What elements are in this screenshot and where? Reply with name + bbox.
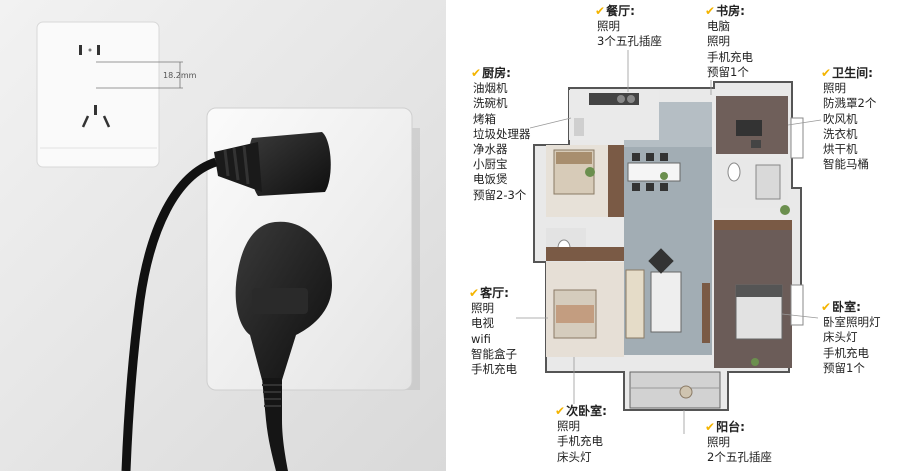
label-kitchen: ✔厨房: 油烟机 洗碗机 烤箱 垃圾处理器 净水器 小厨宝 电饭煲 预留2-3个 — [471, 66, 531, 202]
socket-diagram: 18.2mm — [36, 21, 197, 168]
balcony-area — [629, 371, 721, 409]
check-icon: ✔ — [821, 66, 832, 80]
label-balcony: ✔阳台: 照明 2个五孔插座 — [705, 420, 772, 465]
label-study: ✔书房: 电脑 照明 手机充电 预留1个 — [705, 4, 753, 79]
check-icon: ✔ — [821, 300, 832, 314]
socket-dimension: 18.2mm — [163, 71, 197, 80]
check-icon: ✔ — [471, 66, 482, 80]
check-icon: ✔ — [555, 404, 566, 418]
label-second-bedroom: ✔次卧室: 照明 手机充电 床头灯 — [555, 404, 607, 464]
label-living: ✔客厅: 照明 电视 wifi 智能盒子 手机充电 — [469, 286, 517, 377]
label-bathroom: ✔卫生间: 照明 防溅罩2个 吹风机 洗衣机 烘干机 智能马桶 — [821, 66, 877, 172]
two-pin-plug — [121, 132, 331, 471]
three-pin-plug — [235, 221, 332, 471]
sofa — [625, 248, 710, 343]
label-dining: ✔餐厅: 照明 3个五孔插座 — [595, 4, 662, 49]
label-master-bedroom: ✔卧室: 卧室照明灯 床头灯 手机充电 预留1个 — [821, 300, 881, 375]
floor-plan — [446, 0, 900, 471]
dining-table — [627, 153, 681, 191]
check-icon: ✔ — [705, 420, 716, 434]
check-icon: ✔ — [705, 4, 716, 18]
socket-plug-photo: 18.2mm — [0, 0, 446, 471]
check-icon: ✔ — [469, 286, 480, 300]
check-icon: ✔ — [595, 4, 606, 18]
